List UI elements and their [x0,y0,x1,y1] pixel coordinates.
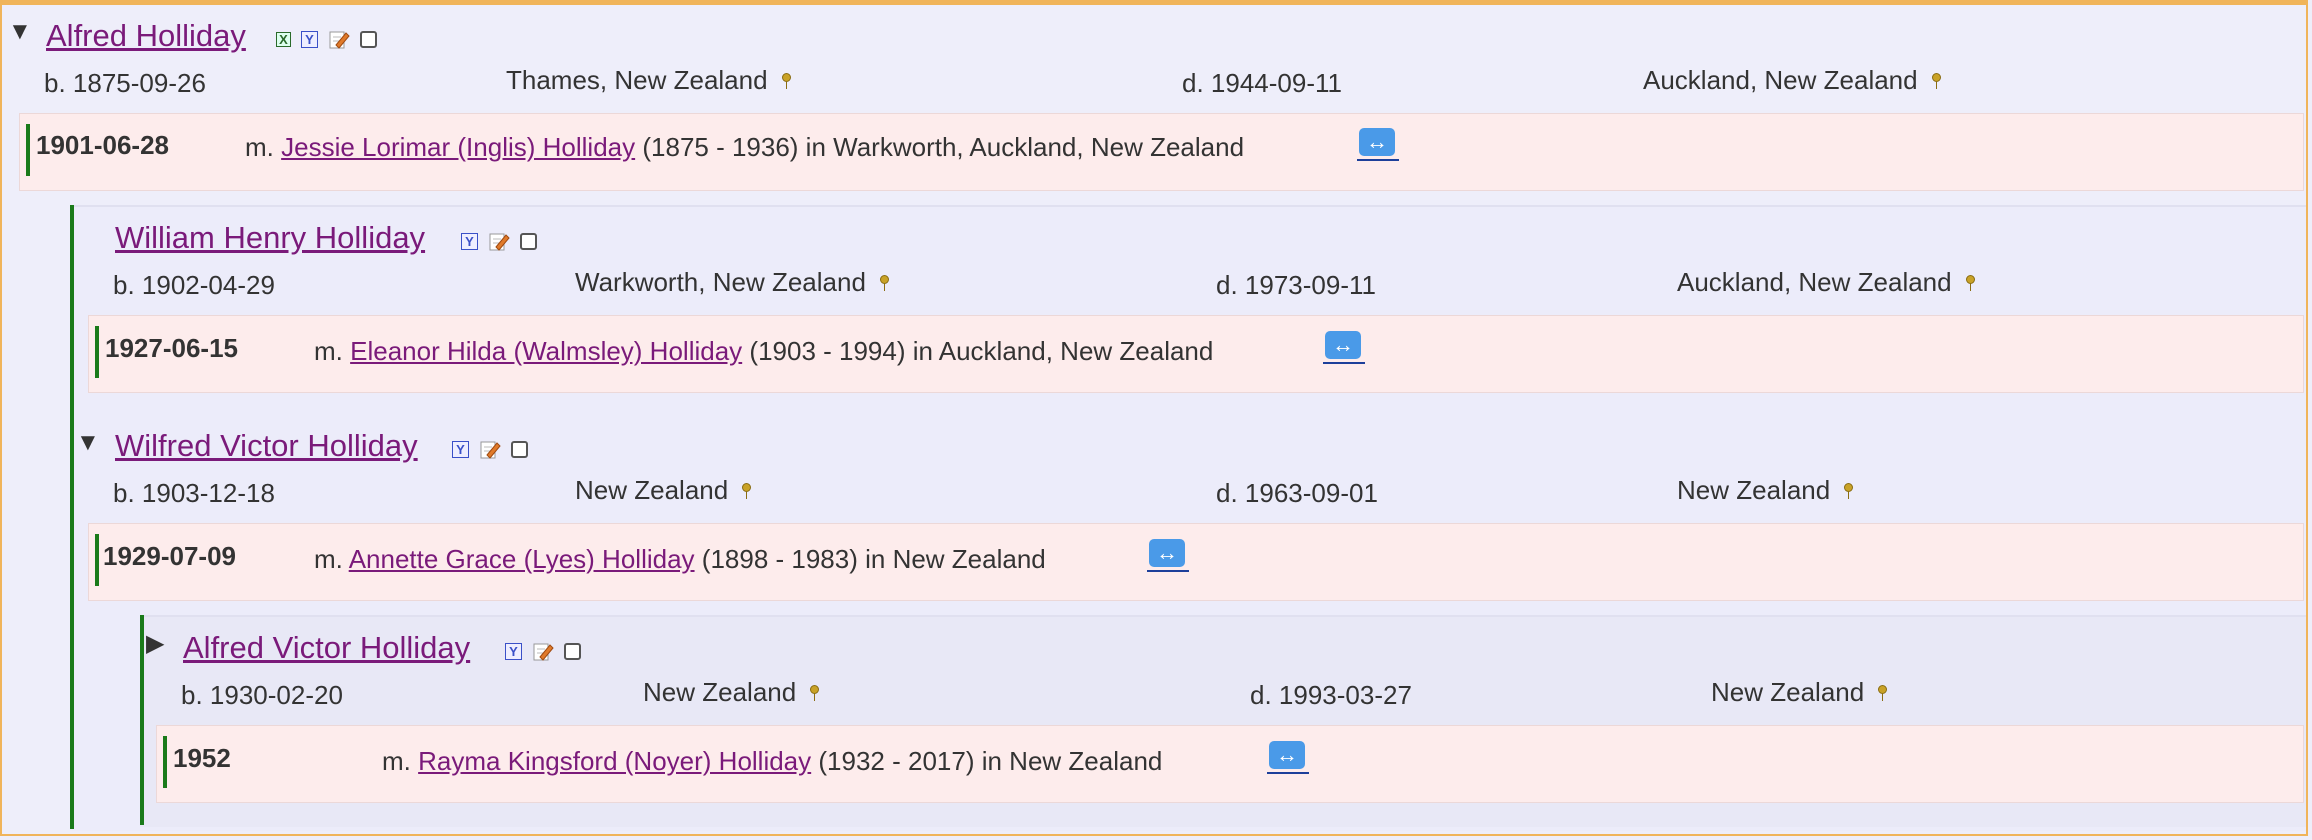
collapse-toggle-icon[interactable]: ▶ [146,630,165,657]
birth-date: b. 1875-09-26 [44,68,206,98]
birth-place: New Zealand [575,475,752,506]
marriage-details: m. Jessie Lorimar (Inglis) Holliday (187… [245,132,1245,162]
swap-spouse-button[interactable]: ↔ [1267,741,1309,775]
birth-date: b. 1902-04-29 [113,270,275,300]
swap-arrows-icon: ↔ [1149,539,1185,567]
death-place: New Zealand [1711,677,1888,708]
map-pin-icon[interactable] [1878,684,1888,701]
spouse-link[interactable]: Annette Grace (Lyes) Holliday [348,544,695,574]
x-profile-icon[interactable]: X [276,31,291,47]
edit-icon[interactable] [328,28,350,50]
edit-icon[interactable] [532,640,554,662]
tree-branch-line [95,534,99,586]
edit-icon[interactable] [488,230,510,252]
marriage-date: 1952 [173,743,231,773]
swap-arrows-icon: ↔ [1359,128,1395,156]
y-dna-icon[interactable]: Y [452,440,469,458]
expand-toggle-icon[interactable]: ▼ [76,429,100,456]
death-place: Auckland, New Zealand [1677,267,1975,298]
marriage-row: 1952 m. Rayma Kingsford (Noyer) Holliday… [156,725,2304,803]
select-checkbox[interactable] [520,232,537,250]
death-place: Auckland, New Zealand [1643,65,1941,96]
map-pin-icon[interactable] [1965,274,1975,291]
y-dna-icon[interactable]: Y [505,642,522,660]
marriage-date: 1901-06-28 [36,130,169,160]
map-pin-icon[interactable] [1844,482,1854,499]
birth-date: b. 1930-02-20 [181,680,343,710]
marriage-row: 1927-06-15 m. Eleanor Hilda (Walmsley) H… [88,315,2304,393]
birth-place: New Zealand [643,677,820,708]
tree-branch-line [26,124,30,176]
death-date: d. 1993-03-27 [1250,680,1412,710]
death-place: New Zealand [1677,475,1854,506]
swap-arrows-icon: ↔ [1325,331,1361,359]
swap-spouse-button[interactable]: ↔ [1147,539,1189,573]
birth-place: Thames, New Zealand [506,65,791,96]
spouse-link[interactable]: Eleanor Hilda (Walmsley) Holliday [350,336,743,366]
marriage-row: 1901-06-28 m. Jessie Lorimar (Inglis) Ho… [19,113,2304,191]
person-name-link[interactable]: Wilfred Victor Holliday [115,428,418,463]
death-date: d. 1963-09-01 [1216,478,1378,508]
map-pin-icon[interactable] [810,684,820,701]
birth-place: Warkworth, New Zealand [575,267,889,298]
tree-branch-line [140,615,144,825]
spouse-link[interactable]: Jessie Lorimar (Inglis) Holliday [281,132,636,162]
spouse-link[interactable]: Rayma Kingsford (Noyer) Holliday [418,746,812,776]
swap-spouse-button[interactable]: ↔ [1323,331,1365,365]
death-date: d. 1973-09-11 [1216,270,1376,300]
marriage-details: m. Eleanor Hilda (Walmsley) Holliday (19… [314,336,1214,366]
tree-branch-line [95,326,99,378]
marriage-row: 1929-07-09 m. Annette Grace (Lyes) Holli… [88,523,2304,601]
y-dna-icon[interactable]: Y [301,30,318,48]
select-checkbox[interactable] [360,30,377,48]
expand-toggle-icon[interactable]: ▼ [8,18,32,45]
edit-icon[interactable] [479,438,501,460]
map-pin-icon[interactable] [879,274,889,291]
person-name-link[interactable]: Alfred Victor Holliday [183,630,471,665]
select-checkbox[interactable] [564,642,581,660]
select-checkbox[interactable] [511,440,528,458]
marriage-details: m. Annette Grace (Lyes) Holliday (1898 -… [314,544,1046,574]
marriage-date: 1929-07-09 [103,541,236,571]
tree-branch-line [163,736,167,788]
swap-arrows-icon: ↔ [1269,741,1305,769]
tree-branch-line [70,205,74,829]
map-pin-icon[interactable] [742,482,752,499]
y-dna-icon[interactable]: Y [461,232,478,250]
death-date: d. 1944-09-11 [1182,68,1342,98]
map-pin-icon[interactable] [1931,72,1941,89]
map-pin-icon[interactable] [781,72,791,89]
person-name-link[interactable]: William Henry Holliday [115,220,426,255]
marriage-date: 1927-06-15 [105,333,238,363]
swap-spouse-button[interactable]: ↔ [1357,128,1399,162]
birth-date: b. 1903-12-18 [113,478,275,508]
marriage-details: m. Rayma Kingsford (Noyer) Holliday (193… [382,746,1163,776]
person-name-link[interactable]: Alfred Holliday [46,18,246,53]
